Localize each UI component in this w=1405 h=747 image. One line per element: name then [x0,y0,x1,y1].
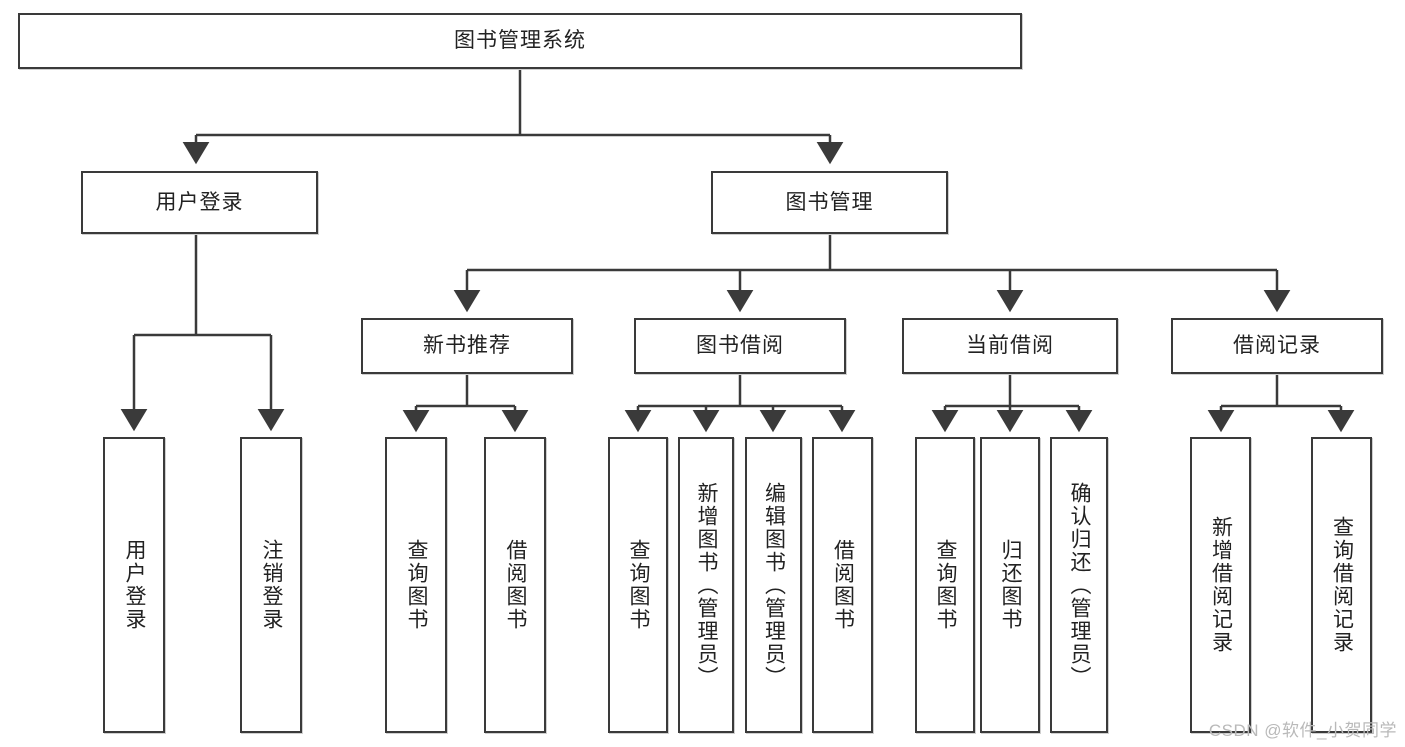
leaf-confirm-return-admin-label: 确认归还（管理员） [1068,481,1091,689]
leaf-borrow-book-recommend[interactable]: 借阅图书 [484,437,546,733]
leaf-return-book[interactable]: 归还图书 [980,437,1040,733]
node-borrow-record-label: 借阅记录 [1233,334,1321,358]
leaf-query-book-recommend[interactable]: 查询图书 [385,437,447,733]
leaf-borrow-book-label: 借阅图书 [831,539,855,631]
node-user-login-label: 用户登录 [155,190,244,214]
node-current-borrow[interactable]: 当前借阅 [902,318,1118,374]
leaf-user-login-label: 用户登录 [123,539,146,631]
leaf-user-login[interactable]: 用户登录 [103,437,165,733]
leaf-edit-book-admin-label: 编辑图书（管理员） [762,481,786,689]
leaf-borrow-book[interactable]: 借阅图书 [812,437,873,733]
leaf-confirm-return-admin[interactable]: 确认归还（管理员） [1050,437,1108,733]
leaf-query-borrow-record[interactable]: 查询借阅记录 [1311,437,1372,733]
node-new-book-recommend[interactable]: 新书推荐 [361,318,573,374]
node-root-label: 图书管理系统 [454,29,586,53]
node-borrow-record[interactable]: 借阅记录 [1171,318,1383,374]
leaf-edit-book-admin[interactable]: 编辑图书（管理员） [745,437,802,733]
leaf-add-book-admin[interactable]: 新增图书（管理员） [678,437,734,733]
leaf-add-borrow-record[interactable]: 新增借阅记录 [1190,437,1251,733]
leaf-borrow-book-recommend-label: 借阅图书 [504,539,527,631]
leaf-logout[interactable]: 注销登录 [240,437,302,733]
node-current-borrow-label: 当前借阅 [966,334,1054,358]
leaf-query-borrow-record-label: 查询借阅记录 [1330,516,1354,654]
leaf-query-book-recommend-label: 查询图书 [405,539,428,631]
node-book-borrow-label: 图书借阅 [696,334,784,358]
leaf-query-book-borrow-label: 查询图书 [627,539,650,631]
leaf-add-borrow-record-label: 新增借阅记录 [1209,516,1233,654]
node-root[interactable]: 图书管理系统 [18,13,1022,69]
leaf-query-book-current[interactable]: 查询图书 [915,437,975,733]
leaf-query-book-current-label: 查询图书 [934,539,957,631]
node-new-book-recommend-label: 新书推荐 [423,334,511,358]
node-book-management-label: 图书管理 [785,190,874,214]
node-book-borrow[interactable]: 图书借阅 [634,318,846,374]
node-book-management[interactable]: 图书管理 [711,171,948,234]
leaf-add-book-admin-label: 新增图书（管理员） [695,481,718,689]
leaf-return-book-label: 归还图书 [999,539,1022,631]
leaf-query-book-borrow[interactable]: 查询图书 [608,437,668,733]
node-user-login[interactable]: 用户登录 [81,171,318,234]
leaf-logout-label: 注销登录 [260,539,283,631]
csdn-watermark: CSDN @软件_小贺同学 [1208,721,1397,740]
